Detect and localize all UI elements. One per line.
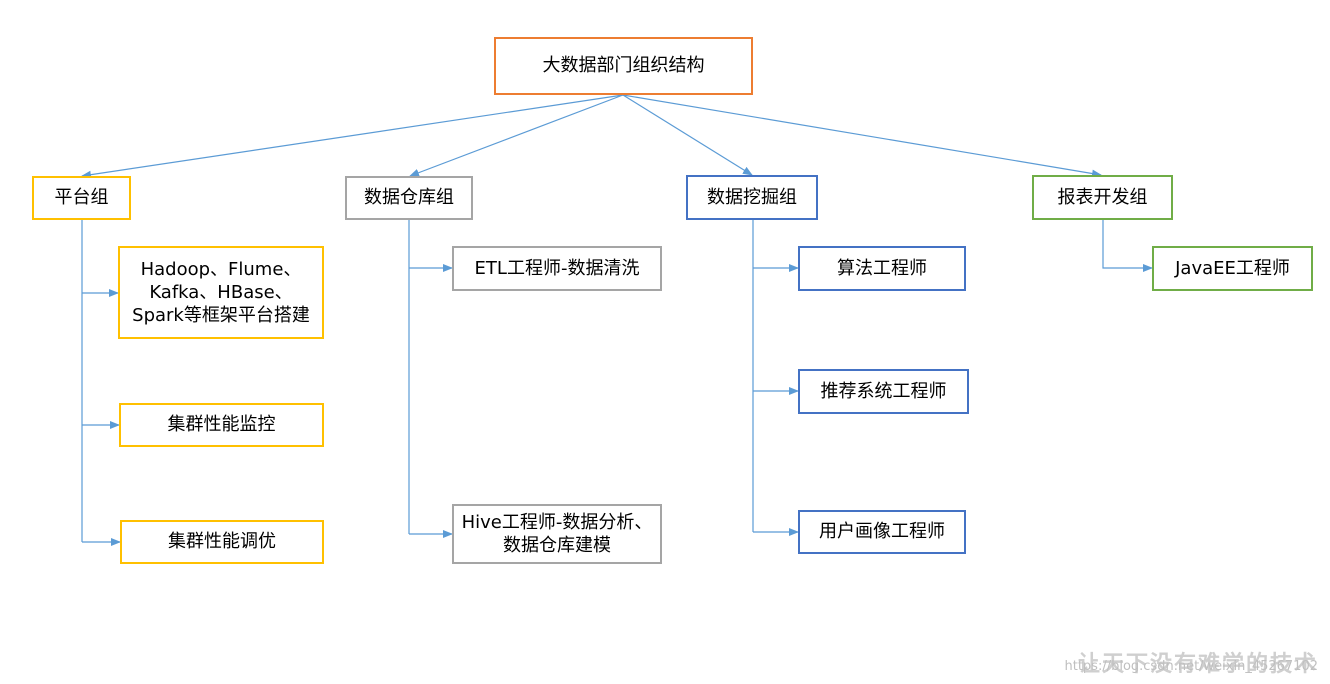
item-label: 集群性能监控 bbox=[167, 414, 276, 435]
item-user-profile-engineer: 用户画像工程师 bbox=[798, 510, 966, 554]
item-algorithm-engineer: 算法工程师 bbox=[798, 246, 966, 291]
root-node: 大数据部门组织结构 bbox=[494, 37, 753, 95]
item-javaee-engineer: JavaEE工程师 bbox=[1152, 246, 1313, 291]
branch-g4-i1 bbox=[1102, 219, 1153, 272]
link-root-group-3 bbox=[622, 94, 753, 176]
item-label: 推荐系统工程师 bbox=[820, 380, 947, 402]
group-data-warehouse: 数据仓库组 bbox=[345, 176, 473, 220]
group-label: 平台组 bbox=[54, 187, 109, 208]
link-root-group-2 bbox=[409, 94, 624, 177]
item-label: 集群性能调优 bbox=[168, 531, 276, 552]
root-label: 大数据部门组织结构 bbox=[542, 55, 705, 76]
group-label: 数据仓库组 bbox=[364, 187, 454, 208]
item-label: JavaEE工程师 bbox=[1175, 257, 1290, 279]
group-platform: 平台组 bbox=[32, 176, 131, 220]
item-label: 算法工程师 bbox=[837, 257, 927, 279]
item-recommendation-engineer: 推荐系统工程师 bbox=[798, 369, 969, 414]
item-label: ETL工程师-数据清洗 bbox=[474, 257, 640, 279]
watermark-text: 让天下没有难学的技术 bbox=[1077, 651, 1318, 677]
item-platform-build: Hadoop、Flume、Kafka、HBase、Spark等框架平台搭建 bbox=[118, 246, 324, 339]
group-label: 报表开发组 bbox=[1057, 186, 1148, 208]
item-label: 用户画像工程师 bbox=[819, 521, 945, 542]
item-etl-engineer: ETL工程师-数据清洗 bbox=[452, 246, 662, 291]
group-label: 数据挖掘组 bbox=[707, 186, 797, 208]
item-cluster-monitoring: 集群性能监控 bbox=[119, 403, 324, 447]
item-hive-engineer: Hive工程师-数据分析、数据仓库建模 bbox=[452, 504, 662, 564]
group-data-mining: 数据挖掘组 bbox=[686, 175, 818, 220]
group-report-dev: 报表开发组 bbox=[1032, 175, 1173, 220]
watermark-url: https://blog.csdn.net/weixin_45267102 bbox=[1064, 659, 1318, 674]
link-root-group-1 bbox=[81, 94, 624, 179]
item-label: Hive工程师-数据分析、数据仓库建模 bbox=[461, 512, 653, 556]
item-cluster-tuning: 集群性能调优 bbox=[120, 520, 324, 564]
link-root-group-4 bbox=[622, 94, 1102, 178]
item-label: Hadoop、Flume、Kafka、HBase、Spark等框架平台搭建 bbox=[132, 259, 310, 326]
